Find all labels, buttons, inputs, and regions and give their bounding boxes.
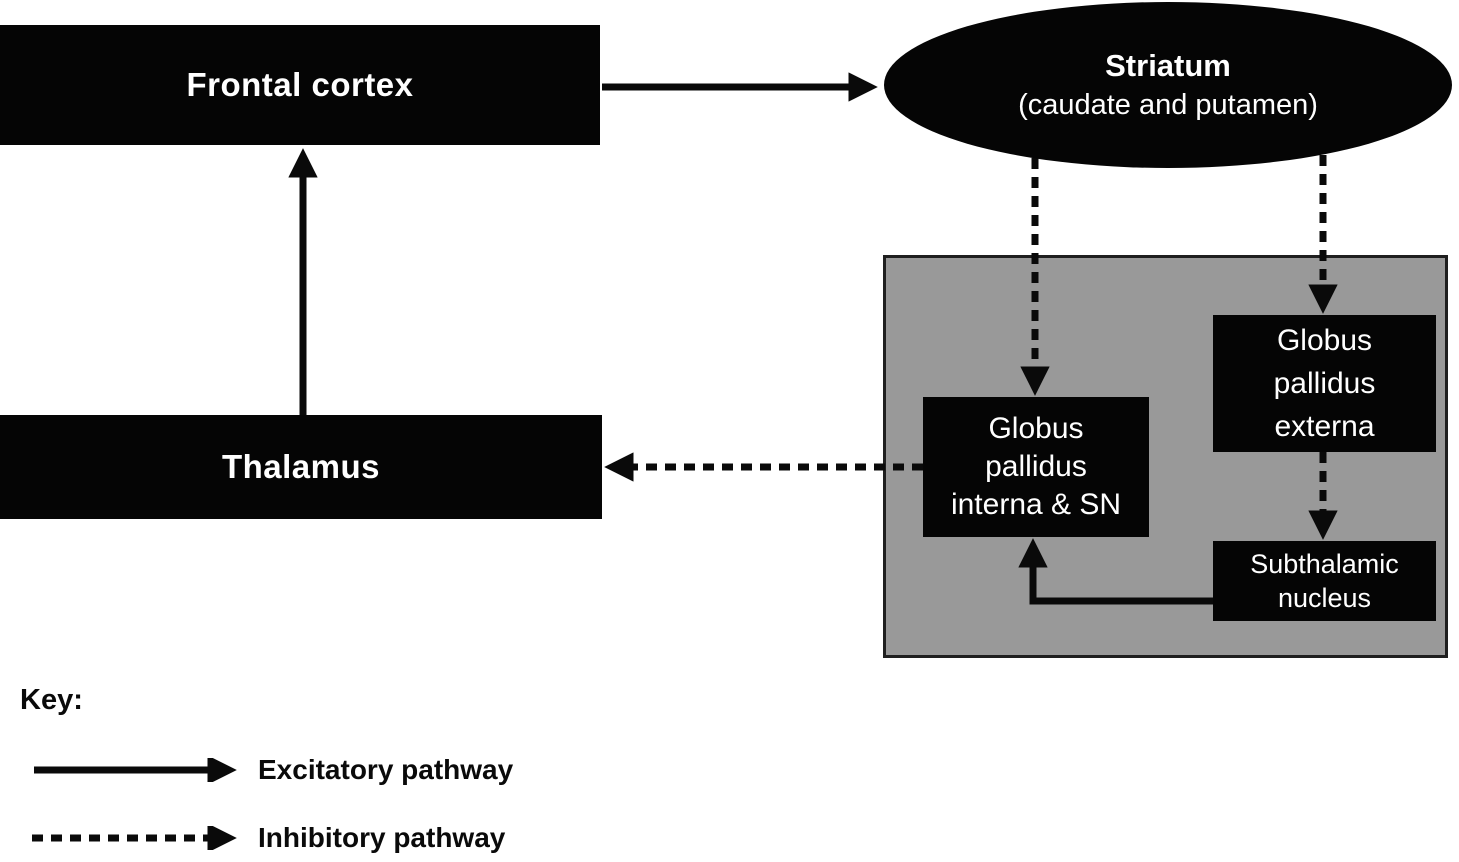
node-striatum: Striatum (caudate and putamen) (884, 2, 1452, 168)
gpe-label-line: pallidus (1273, 367, 1376, 400)
node-frontal-cortex: Frontal cortex (0, 25, 600, 145)
gpi-label-line: Globus (988, 412, 1084, 445)
gpe-label-line: Globus (1276, 324, 1373, 357)
gpe-label-line: externa (1274, 410, 1375, 443)
gpi-label-line: interna & SN (950, 488, 1122, 521)
stn-label-line: Subthalamic (1250, 549, 1399, 579)
gpi-label-line: pallidus (985, 450, 1087, 483)
key-title: Key: (20, 684, 83, 716)
frontal-cortex-label: Frontal cortex (186, 66, 414, 103)
stn-label-line: nucleus (1277, 583, 1372, 613)
thalamus-label: Thalamus (221, 448, 381, 485)
inhibitory-pathway-label: Inhibitory pathway (258, 822, 506, 853)
excitatory-sample-arrow-icon (34, 758, 237, 782)
excitatory-pathway-label: Excitatory pathway (258, 754, 514, 785)
striatum-title: Striatum (1105, 48, 1231, 83)
node-subthalamic-nucleus: Subthalamic nucleus (1213, 541, 1436, 621)
inhibitory-sample-arrow-icon (32, 826, 237, 850)
node-thalamus: Thalamus (0, 415, 602, 519)
node-globus-pallidus-externa: Globus pallidus externa (1213, 315, 1436, 452)
node-globus-pallidus-interna: Globus pallidus interna & SN (923, 397, 1149, 537)
striatum-subtitle: (caudate and putamen) (1018, 89, 1318, 121)
